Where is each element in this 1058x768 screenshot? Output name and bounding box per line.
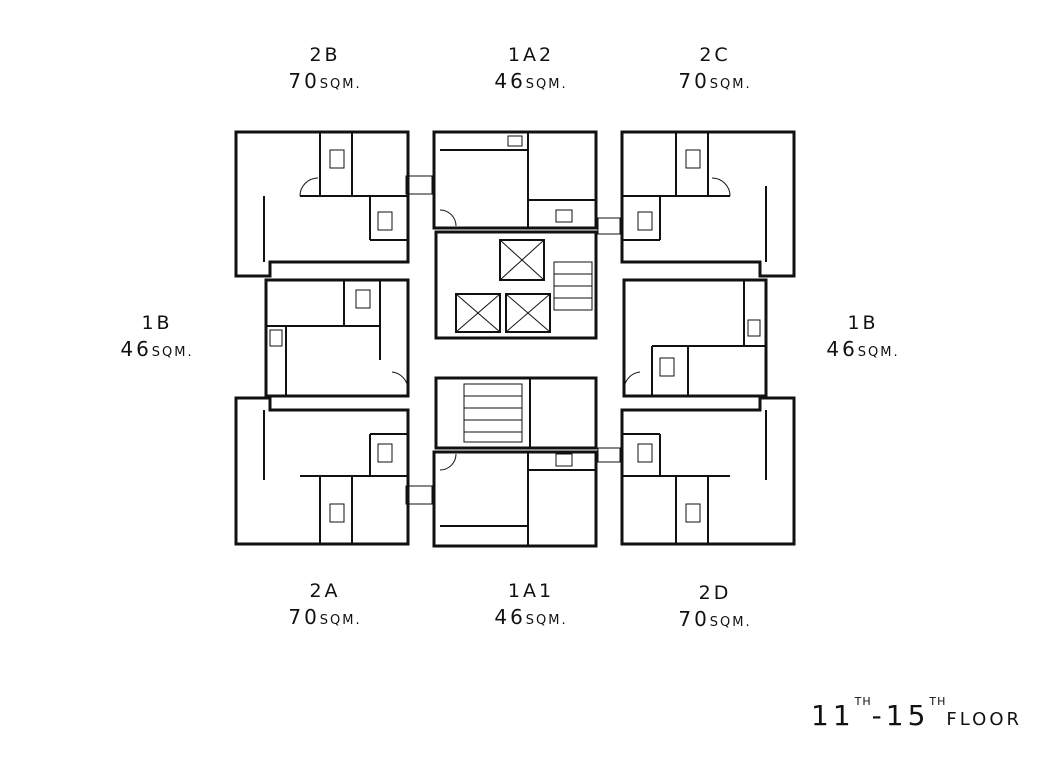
unit-name: 2D (698, 582, 732, 604)
unit-label-2c: 2C 70SQM. (640, 42, 790, 98)
floor-from-suffix: TH (854, 695, 872, 708)
unit-area-unit: SQM. (709, 77, 752, 92)
unit-name: 2A (309, 580, 341, 602)
unit-area: 46 (494, 605, 526, 629)
unit-area-unit: SQM. (857, 345, 900, 360)
core-bottom-plan (434, 376, 598, 450)
unit-name: 1B (847, 312, 879, 334)
unit-area: 46 (494, 69, 526, 93)
floor-dash: - (871, 699, 886, 732)
unit-name: 2B (309, 44, 341, 66)
unit-area: 70 (288, 69, 320, 93)
unit-area-unit: SQM. (525, 613, 568, 628)
unit-label-1a2: 1A2 46SQM. (456, 42, 606, 98)
floor-to: 15 (885, 699, 930, 732)
unit-2b-plan (234, 130, 410, 278)
unit-label-1b-left: 1B 46SQM. (82, 310, 232, 366)
unit-label-2a: 2A 70SQM. (250, 578, 400, 634)
unit-name: 1B (141, 312, 173, 334)
unit-label-1b-right: 1B 46SQM. (788, 310, 938, 366)
unit-label-2b: 2B 70SQM. (250, 42, 400, 98)
unit-label-1a1: 1A1 46SQM. (456, 578, 606, 634)
unit-area-unit: SQM. (319, 613, 362, 628)
unit-2a-plan (234, 396, 410, 546)
floor-range-caption: 11TH-15THFLOOR (811, 695, 1022, 732)
unit-2d-plan (620, 396, 796, 546)
unit-1a2-plan (432, 130, 598, 230)
unit-label-2d: 2D 70SQM. (640, 580, 790, 636)
unit-name: 1A1 (507, 580, 555, 602)
unit-1b-right-plan (622, 278, 768, 398)
unit-area: 46 (826, 337, 858, 361)
unit-area: 70 (678, 69, 710, 93)
unit-1b-left-plan (264, 278, 410, 398)
core-top-plan (434, 230, 598, 340)
unit-2c-plan (620, 130, 796, 278)
unit-area: 46 (120, 337, 152, 361)
unit-area-unit: SQM. (709, 615, 752, 630)
unit-area-unit: SQM. (319, 77, 362, 92)
unit-1a1-plan (432, 450, 598, 548)
unit-name: 2C (699, 44, 731, 66)
unit-area-unit: SQM. (525, 77, 568, 92)
unit-name: 1A2 (507, 44, 555, 66)
floor-word: FLOOR (946, 709, 1022, 730)
unit-area-unit: SQM. (151, 345, 194, 360)
unit-area: 70 (678, 607, 710, 631)
floor-to-suffix: TH (929, 695, 947, 708)
unit-area: 70 (288, 605, 320, 629)
floor-from: 11 (811, 699, 855, 732)
